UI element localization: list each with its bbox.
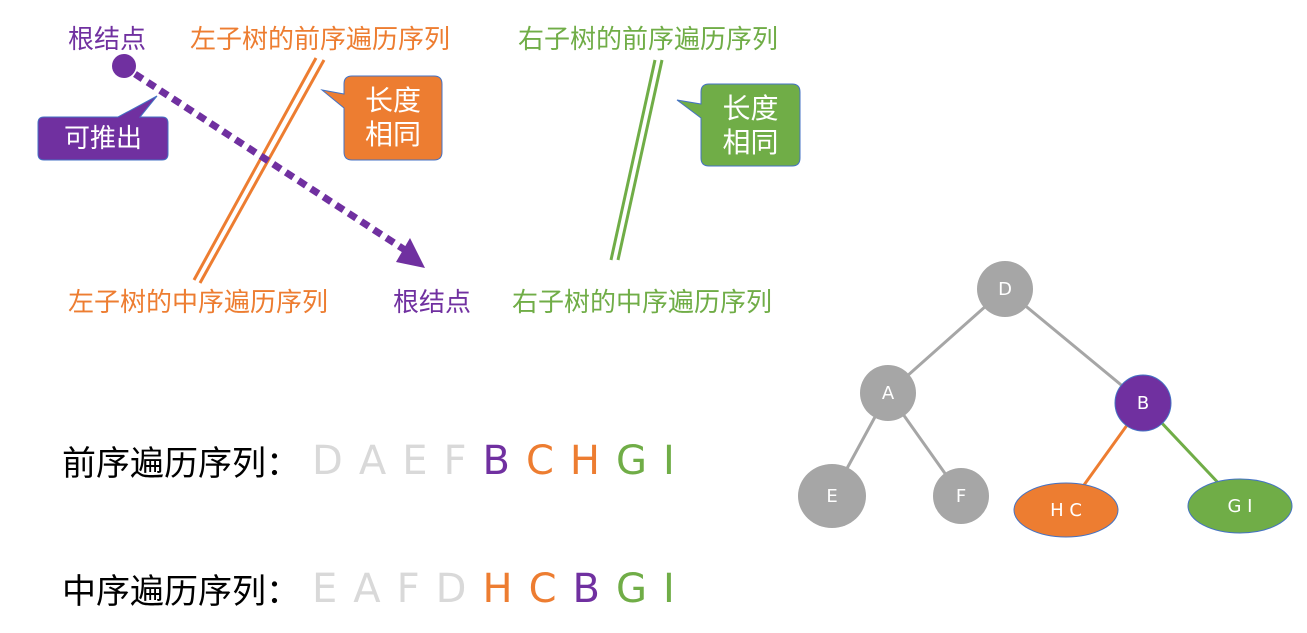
tree-node-e: E xyxy=(798,464,866,528)
tree-node-label: E xyxy=(826,486,837,507)
inorder-letter: A xyxy=(353,565,381,612)
tree-node-gi: G I xyxy=(1187,478,1293,534)
preorder-letter: G xyxy=(615,437,647,484)
tree-node-b: B xyxy=(1114,374,1172,432)
preorder-letter: D xyxy=(312,437,343,484)
preorder-letter: C xyxy=(525,437,554,484)
right-inorder-label: 右子树的中序遍历序列 xyxy=(512,288,773,318)
preorder-label: 前序遍历序列： xyxy=(62,444,300,484)
preorder-letter: E xyxy=(402,437,428,484)
arrow-head xyxy=(396,238,425,268)
tree-node-shape xyxy=(798,464,866,528)
left-same-length-callout-box xyxy=(320,75,443,161)
tree-node-shape xyxy=(1013,482,1119,538)
inorder-letter: C xyxy=(528,565,557,612)
inorder-letter: D xyxy=(435,565,467,612)
tree-node-shape xyxy=(977,261,1033,317)
tree-node-d: D xyxy=(977,261,1033,317)
tree-edge-d-b xyxy=(1004,287,1144,405)
tree-node-label: D xyxy=(998,279,1012,300)
right-same-length-line1: 长度 xyxy=(722,92,779,125)
right-same-length-line2: 相同 xyxy=(722,126,779,159)
tree-nodes: D A B E F H C G I xyxy=(798,261,1293,538)
left-preorder-label: 左子树的前序遍历序列 xyxy=(190,25,451,55)
inorder-letter: B xyxy=(572,565,600,612)
right-length-double-line xyxy=(609,59,664,261)
root-dot xyxy=(112,54,136,78)
preorder-letter: F xyxy=(443,437,467,484)
tree-node-label: B xyxy=(1137,393,1149,414)
tree-node-f: F xyxy=(933,468,989,524)
preorder-letter: H xyxy=(569,437,600,484)
tree-node-label: F xyxy=(956,486,966,507)
tree-node-label: A xyxy=(882,383,895,404)
top-root-label: 根结点 xyxy=(68,25,147,55)
tree-node-a: A xyxy=(860,365,916,421)
inorder-letter: F xyxy=(396,565,420,612)
inorder-letter: H xyxy=(482,565,513,612)
inorder-letter: E xyxy=(312,565,338,612)
right-preorder-label: 右子树的前序遍历序列 xyxy=(518,25,779,55)
inorder-label: 中序遍历序列： xyxy=(62,572,300,612)
preorder-letter: A xyxy=(358,437,387,484)
tree-node-shape xyxy=(860,365,916,421)
left-same-length-text: 长度 相同 xyxy=(344,84,442,152)
bottom-root-label: 根结点 xyxy=(393,288,472,318)
tree-node-label: G I xyxy=(1228,496,1253,517)
right-same-length-text: 长度 相同 xyxy=(701,92,800,160)
tree-node-shape xyxy=(1114,374,1172,432)
left-inorder-label: 左子树的中序遍历序列 xyxy=(68,288,329,318)
preorder-letter: I xyxy=(662,437,675,484)
tree-node-hc: H C xyxy=(1013,482,1119,538)
tree-node-shape xyxy=(1187,478,1293,534)
tree-node-label: H C xyxy=(1050,500,1082,521)
tree-node-shape xyxy=(933,468,989,524)
right-same-length-callout-box xyxy=(676,83,801,167)
derive-dotted-arrow xyxy=(133,71,407,253)
left-same-length-line1: 长度 xyxy=(364,84,421,117)
left-same-length-line2: 相同 xyxy=(364,118,421,151)
left-length-double-line xyxy=(192,57,326,284)
derive-callout-box xyxy=(37,95,169,161)
derive-callout-text: 可推出 xyxy=(63,124,142,154)
inorder-letter: I xyxy=(662,565,675,612)
preorder-letter: B xyxy=(482,437,510,484)
inorder-letter: G xyxy=(615,565,647,612)
